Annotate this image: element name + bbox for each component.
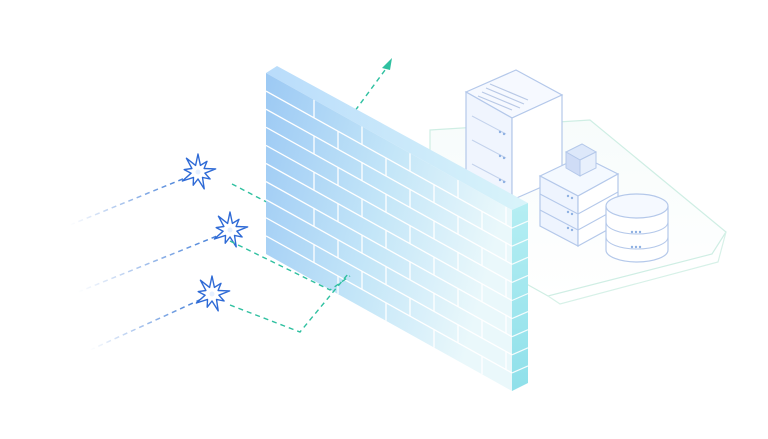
threat-line bbox=[89, 297, 205, 351]
firewall-icon bbox=[266, 66, 529, 391]
threat-line bbox=[69, 175, 191, 226]
database-icon bbox=[605, 193, 669, 263]
threat-group bbox=[69, 153, 249, 351]
blocked-traffic-paths bbox=[229, 240, 351, 333]
burst-core bbox=[209, 291, 215, 297]
burst-core bbox=[195, 169, 201, 175]
server-stack-icon bbox=[538, 143, 620, 248]
arrow-up-icon bbox=[382, 58, 392, 70]
burst-core bbox=[227, 227, 233, 233]
threat-line bbox=[77, 233, 223, 293]
